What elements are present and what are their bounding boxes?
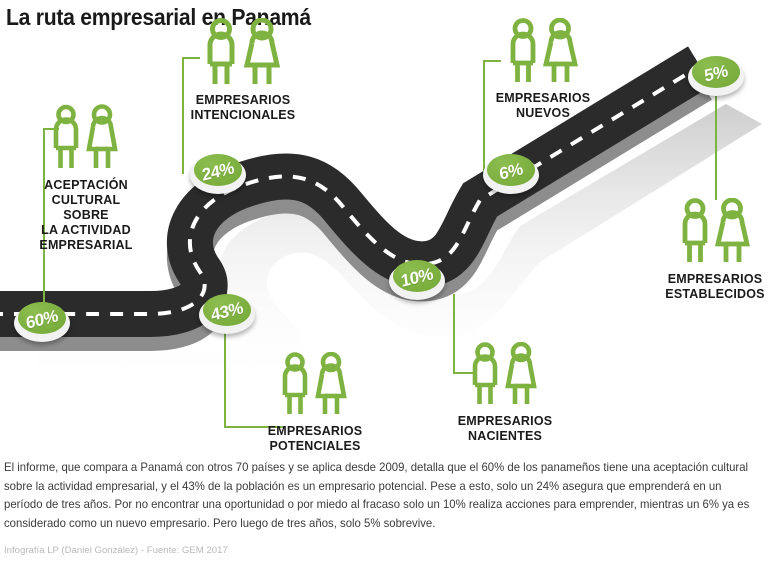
man-woman-pair-icon bbox=[282, 352, 347, 414]
badge-face bbox=[487, 154, 535, 186]
badge-empresarios-nacientes[interactable]: 10% bbox=[389, 258, 445, 302]
man-woman-pair-icon bbox=[682, 198, 751, 262]
road-center-dashes bbox=[0, 64, 702, 317]
stage-label-text: ACEPTACIÓN CULTURAL SOBRE LA ACTIVIDAD E… bbox=[39, 178, 133, 252]
credit-line: Infografía LP (Daniel González) - Fuente… bbox=[4, 545, 228, 556]
connector-establecidos-vertical bbox=[715, 92, 717, 200]
badge-value: 10% bbox=[399, 264, 435, 291]
stage-label-empresarios-potenciales: EMPRESARIOS POTENCIALES bbox=[230, 352, 400, 454]
badge-aceptacion-cultural[interactable]: 60% bbox=[14, 300, 70, 344]
connector-potenciales-horizontal bbox=[224, 426, 284, 428]
page-title: La ruta empresarial en Panamá bbox=[6, 4, 311, 30]
connector-potenciales-vertical bbox=[224, 330, 226, 428]
connector-aceptacion-horizontal bbox=[43, 128, 59, 130]
badge-empresarios-intencionales[interactable]: 24% bbox=[190, 152, 246, 196]
badge-face bbox=[18, 302, 66, 334]
badge-face bbox=[692, 56, 740, 88]
stage-label-empresarios-nuevos: EMPRESARIOS NUEVOS bbox=[478, 18, 608, 121]
badge-value: 6% bbox=[498, 159, 524, 184]
connector-aceptacion-vertical bbox=[43, 128, 45, 306]
stage-label-aceptacion-cultural: ACEPTACIÓN CULTURAL SOBRE LA ACTIVIDAD E… bbox=[32, 104, 140, 253]
stage-label-text: EMPRESARIOS NUEVOS bbox=[495, 91, 591, 120]
badge-face bbox=[203, 294, 251, 326]
stage-label-empresarios-intencionales: EMPRESARIOS INTENCIONALES bbox=[178, 18, 308, 123]
stage-label-text: EMPRESARIOS INTENCIONALES bbox=[190, 93, 296, 122]
summary-paragraph: El informe, que compara a Panamá con otr… bbox=[4, 461, 750, 530]
badge-value: 43% bbox=[209, 298, 245, 325]
connector-nuevos-horizontal bbox=[483, 60, 501, 62]
man-woman-pair-icon bbox=[472, 342, 537, 404]
connector-intencionales-vertical bbox=[182, 57, 184, 174]
badge-empresarios-establecidos[interactable]: 5% bbox=[688, 54, 744, 98]
road-cast-shadow bbox=[36, 104, 762, 392]
connector-nuevos-vertical bbox=[483, 60, 485, 172]
man-woman-pair-icon bbox=[53, 104, 118, 168]
badge-face bbox=[194, 154, 242, 186]
badge-value: 60% bbox=[24, 306, 60, 333]
stage-label-empresarios-nacientes: EMPRESARIOS NACIENTES bbox=[440, 342, 570, 444]
stage-label-text: EMPRESARIOS NACIENTES bbox=[457, 414, 553, 443]
connector-nacientes-vertical bbox=[453, 294, 455, 374]
man-woman-pair-icon bbox=[510, 18, 579, 82]
man-woman-pair-icon bbox=[207, 18, 281, 84]
stage-label-text: EMPRESARIOS ESTABLECIDOS bbox=[665, 272, 765, 301]
badge-empresarios-nuevos[interactable]: 6% bbox=[483, 152, 539, 196]
stage-label-text: EMPRESARIOS POTENCIALES bbox=[267, 424, 363, 453]
connector-nacientes-horizontal bbox=[453, 372, 475, 374]
badge-face bbox=[393, 260, 441, 292]
badge-value: 24% bbox=[200, 158, 236, 185]
stage-label-empresarios-establecidos: EMPRESARIOS ESTABLECIDOS bbox=[650, 198, 780, 302]
badge-empresarios-potenciales[interactable]: 43% bbox=[199, 292, 255, 336]
connector-intencionales-horizontal bbox=[182, 57, 200, 59]
badge-value: 5% bbox=[703, 61, 729, 86]
